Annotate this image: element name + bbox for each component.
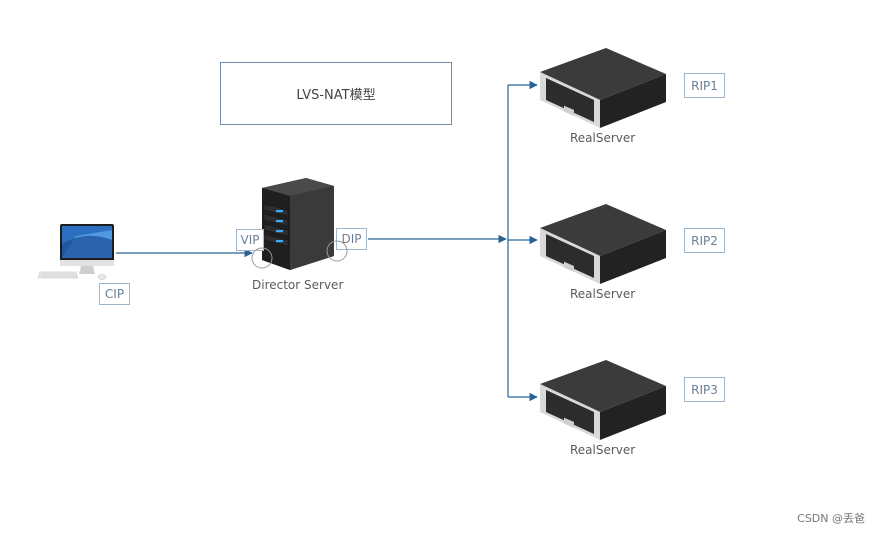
diagram-title-box: LVS-NAT模型 <box>220 62 452 125</box>
watermark: CSDN @丢爸 <box>797 512 865 525</box>
vip-label: VIP <box>240 233 260 247</box>
director-caption: Director Server <box>252 278 344 292</box>
rack-server-icon <box>540 204 666 284</box>
cip-label: CIP <box>104 287 125 301</box>
rip3-label: RIP3 <box>691 382 718 397</box>
rip2-label: RIP2 <box>691 233 718 248</box>
rack-server-icon <box>540 360 666 440</box>
real-server-2-caption: RealServer <box>570 287 636 301</box>
rack-server-icon <box>540 48 666 128</box>
rip2-label-box: RIP2 <box>684 228 725 253</box>
real-server-3-caption: RealServer <box>570 443 636 457</box>
rip1-label: RIP1 <box>691 78 718 93</box>
cip-label-box: CIP <box>99 283 130 305</box>
real-server-1-caption: RealServer <box>570 131 636 145</box>
rip3-label-box: RIP3 <box>684 377 725 402</box>
dip-label-box: DIP <box>336 228 367 250</box>
tower-server-icon <box>262 178 334 270</box>
diagram-title: LVS-NAT模型 <box>296 88 376 103</box>
rip1-label-box: RIP1 <box>684 73 725 98</box>
dip-label: DIP <box>341 232 362 246</box>
vip-port-circle <box>251 247 273 269</box>
dip-port-circle <box>326 240 348 262</box>
imac-desktop-icon <box>37 224 114 280</box>
vip-label-box: VIP <box>236 229 264 251</box>
